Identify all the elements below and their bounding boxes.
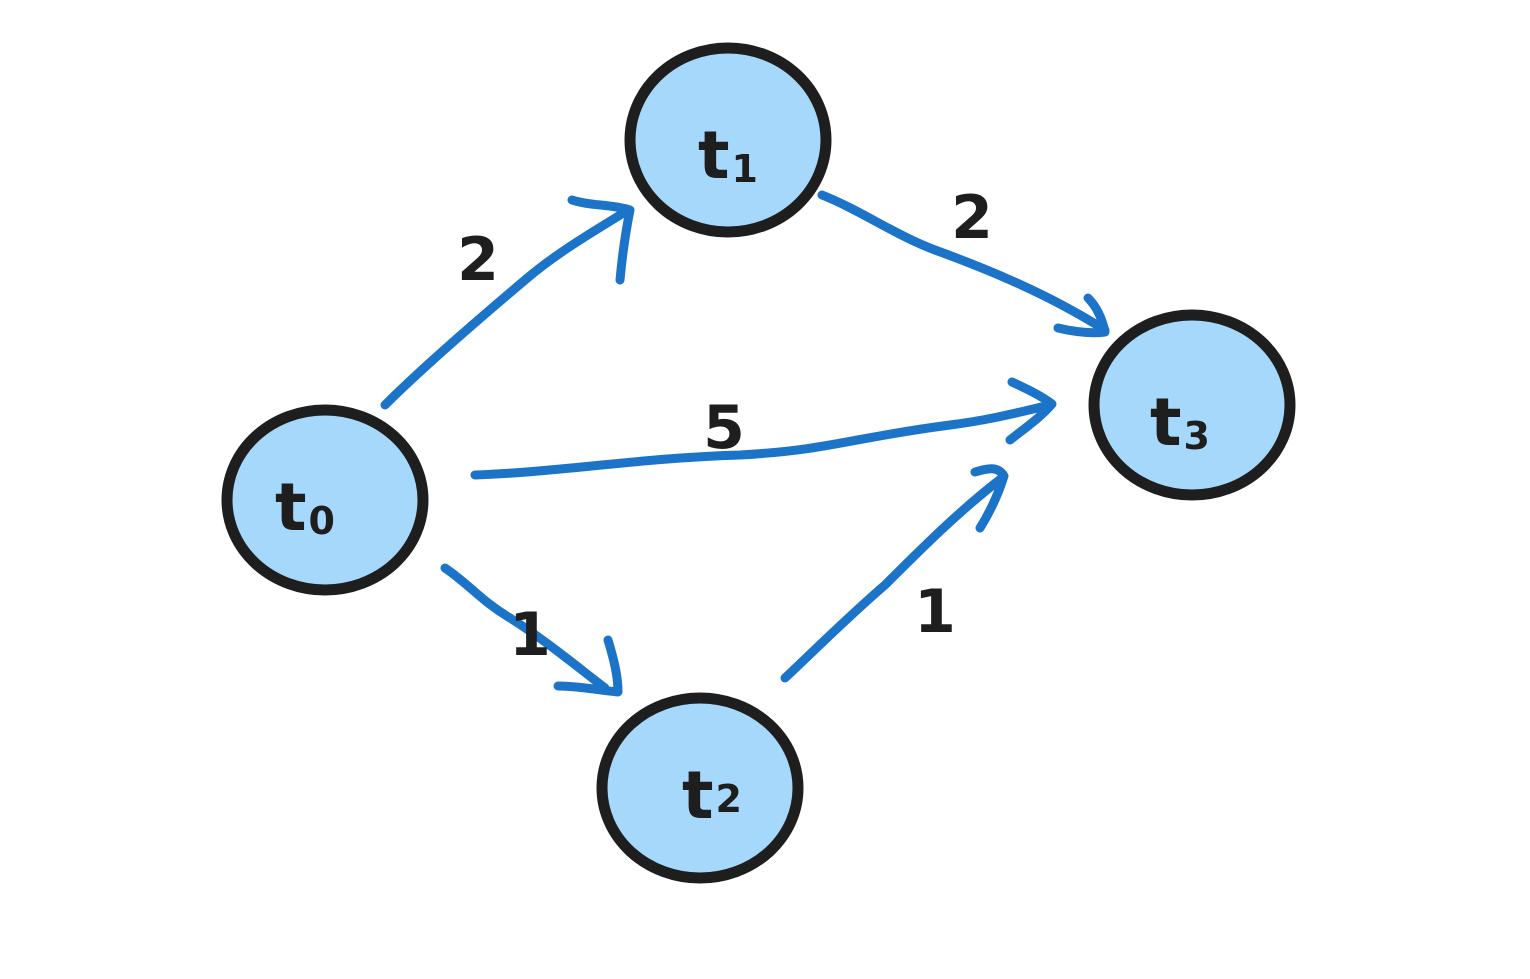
arrow-head-t0-t1 <box>567 195 635 285</box>
node-t3: t3 <box>1088 309 1296 501</box>
node-sub-t2: 2 <box>716 777 742 821</box>
arrow-head-t0-t2 <box>553 635 623 697</box>
edge-line-t2-t3 <box>780 473 1007 683</box>
arrow-head-t2-t3 <box>970 464 1009 533</box>
arrow-head-t1-t3 <box>1053 293 1110 338</box>
edge-weight-t1-t3: 2 <box>951 183 993 253</box>
node-circle-t0 <box>221 404 429 596</box>
node-label-t1: t1 <box>698 117 758 194</box>
edge-t0-t2 <box>440 563 623 697</box>
node-t1: t1 <box>624 42 832 238</box>
node-t0: t0 <box>221 404 429 596</box>
edge-weight-t2-t3: 1 <box>914 577 956 647</box>
node-base-t1: t <box>698 117 730 194</box>
node-label-t0: t0 <box>275 469 335 546</box>
edge-line-t0-t1 <box>380 205 633 410</box>
node-circle-t3 <box>1088 309 1296 501</box>
edge-line-t1-t3 <box>817 190 1110 335</box>
node-base-t3: t <box>1150 384 1182 461</box>
edge-t2-t3 <box>780 464 1009 683</box>
node-base-t2: t <box>682 757 714 834</box>
node-circle-t2 <box>596 692 804 884</box>
edge-weight-t0-t3: 5 <box>703 393 745 463</box>
arrow-head-t0-t3 <box>1005 377 1057 445</box>
node-t2: t2 <box>596 692 804 884</box>
node-sub-t0: 0 <box>309 499 335 543</box>
node-label-t3: t3 <box>1150 384 1210 461</box>
node-base-t0: t <box>275 469 307 546</box>
edge-t0-t1 <box>380 195 635 410</box>
edge-line-t0-t3 <box>470 400 1055 480</box>
node-circle-t1 <box>624 42 832 238</box>
edge-line-t0-t2 <box>440 563 610 693</box>
edge-t1-t3 <box>817 190 1110 338</box>
node-sub-t3: 3 <box>1184 414 1210 458</box>
edge-t0-t3 <box>470 377 1057 480</box>
node-label-t2: t2 <box>682 757 742 834</box>
edge-weight-t0-t1: 2 <box>457 225 499 295</box>
edge-weight-t0-t2: 1 <box>509 600 551 670</box>
node-sub-t1: 1 <box>732 147 758 191</box>
